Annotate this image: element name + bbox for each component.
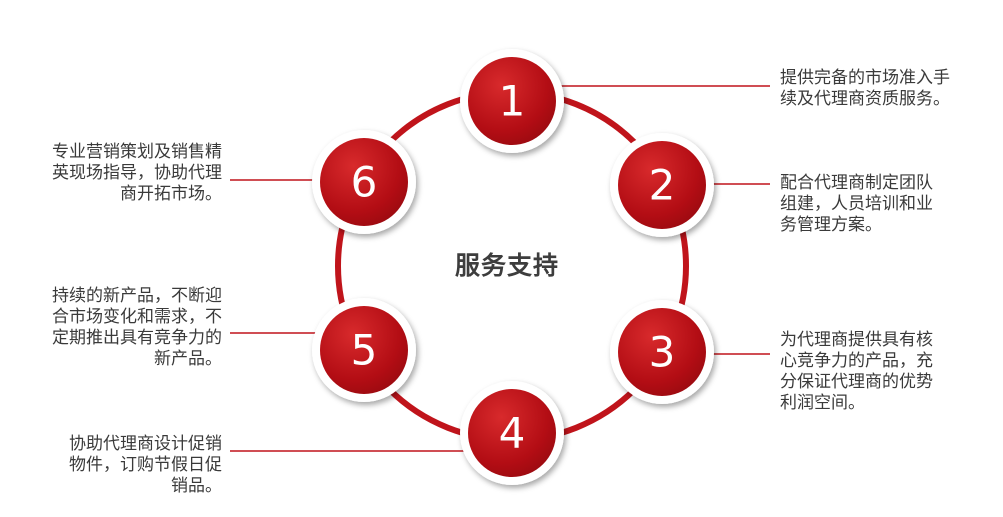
node-4-number: 4	[499, 409, 526, 458]
center-title: 服务支持	[454, 251, 559, 280]
node-4-description: 协助代理商设计促销 物件，订购节假日促 销品。	[69, 434, 222, 496]
node-3-circle	[618, 308, 706, 396]
node-1-number: 1	[499, 77, 526, 126]
node-5-circle	[320, 306, 408, 394]
node-3-description: 为代理商提供具有核 心竞争力的产品，充 分保证代理商的优势 利润空间。	[780, 330, 933, 413]
node-1: 1	[460, 49, 564, 153]
node-1-circle	[468, 57, 556, 145]
node-3: 3	[610, 300, 714, 404]
node-3-number: 3	[649, 328, 676, 377]
node-2-description: 配合代理商制定团队 组建，人员培训和业 务管理方案。	[780, 173, 933, 235]
node-6: 6	[312, 130, 416, 234]
node-6-number: 6	[351, 158, 378, 207]
node-4: 4	[460, 381, 564, 485]
node-5-description: 持续的新产品，不断迎 合市场变化和需求，不 定期推出具有竞争力的 新产品。	[52, 286, 222, 369]
node-5: 5	[312, 298, 416, 402]
node-2: 2	[610, 133, 714, 237]
node-4-circle	[468, 389, 556, 477]
node-1-description: 提供完备的市场准入手 续及代理商资质服务。	[780, 68, 950, 109]
node-6-description: 专业营销策划及销售精 英现场指导，协助代理 商开拓市场。	[52, 142, 222, 204]
node-5-number: 5	[351, 326, 378, 375]
node-6-circle	[320, 138, 408, 226]
node-2-circle	[618, 141, 706, 229]
node-2-number: 2	[649, 161, 676, 210]
